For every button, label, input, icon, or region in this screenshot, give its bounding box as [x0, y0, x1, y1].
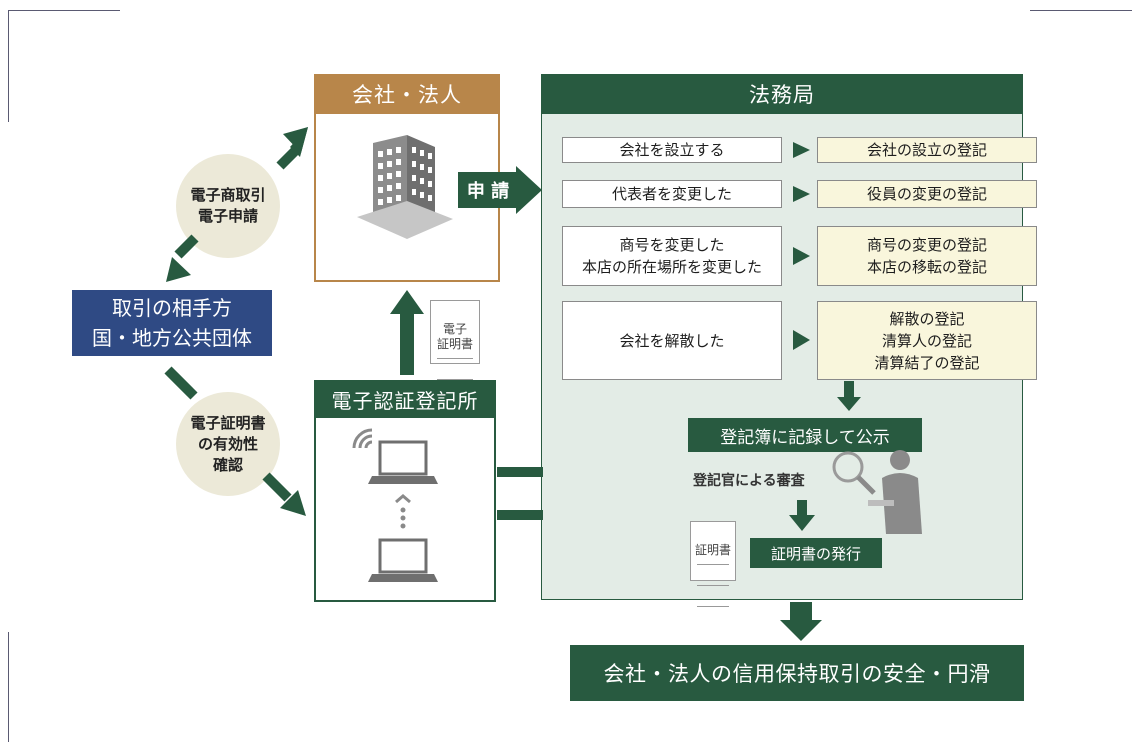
e-cert-document-text: 電子 証明書 [436, 322, 473, 351]
row-arrow-1 [793, 142, 810, 158]
record-publish-label: 登記簿に記録して公示 [688, 418, 922, 452]
circle-cert-validation: 電子証明書 の有効性 確認 [176, 392, 280, 496]
row-arrow-3 [793, 247, 810, 265]
row-arrow-4 [793, 330, 810, 350]
examine-label: 登記官による審査 [693, 473, 805, 489]
corner-line-top-right [1030, 10, 1132, 11]
partner-box: 取引の相手方 国・地方公共団体 [72, 290, 272, 356]
row-right-officers: 役員の変更の登記 [817, 180, 1037, 208]
down-arrow-record-head [837, 397, 861, 411]
bureau-title: 法務局 [541, 74, 1023, 114]
down-arrow-issue-head [789, 515, 815, 531]
laptops-icon [352, 428, 438, 582]
row-arrow-2 [793, 186, 810, 202]
corner-line-top-left [8, 10, 120, 11]
laptop-icon-bottom [378, 538, 428, 574]
corner-line-left-top [8, 10, 9, 122]
row-left-trade-name: 商号を変更した 本店の所在場所を変更した [562, 226, 782, 286]
issue-cert-label: 証明書の発行 [750, 538, 882, 568]
laptop-icon-top [378, 440, 428, 476]
row-left-establish: 会社を設立する [562, 137, 782, 163]
cert-document-text: 証明書 [694, 543, 731, 557]
row-left-representative: 代表者を変更した [562, 180, 782, 208]
building-icon [357, 135, 453, 239]
company-title: 会社・法人 [314, 74, 500, 114]
down-arrow-issue-shaft [797, 500, 807, 516]
row-right-establish: 会社の設立の登記 [817, 137, 1037, 163]
examiner-icon [832, 450, 922, 534]
down-arrow-result-head [780, 620, 822, 641]
down-arrow-result-shaft [790, 602, 812, 622]
result-banner: 会社・法人の信用保持取引の安全・円滑 [570, 645, 1024, 701]
cert-bureau-title: 電子認証登記所 [314, 380, 496, 418]
down-arrow-record-shaft [844, 381, 854, 397]
row-right-dissolve: 解散の登記 清算人の登記 清算結了の登記 [817, 301, 1037, 380]
row-right-trade-name: 商号の変更の登記 本店の移転の登記 [817, 226, 1037, 286]
e-cert-document-icon: 電子 証明書 [430, 300, 480, 380]
apply-arrow [458, 166, 542, 214]
corner-line-left-bottom [8, 632, 9, 742]
wifi-icon [352, 428, 373, 449]
row-left-dissolve: 会社を解散した [562, 301, 782, 380]
apply-label: 申 請 [466, 181, 510, 202]
cert-document-icon: 証明書 [690, 521, 736, 607]
